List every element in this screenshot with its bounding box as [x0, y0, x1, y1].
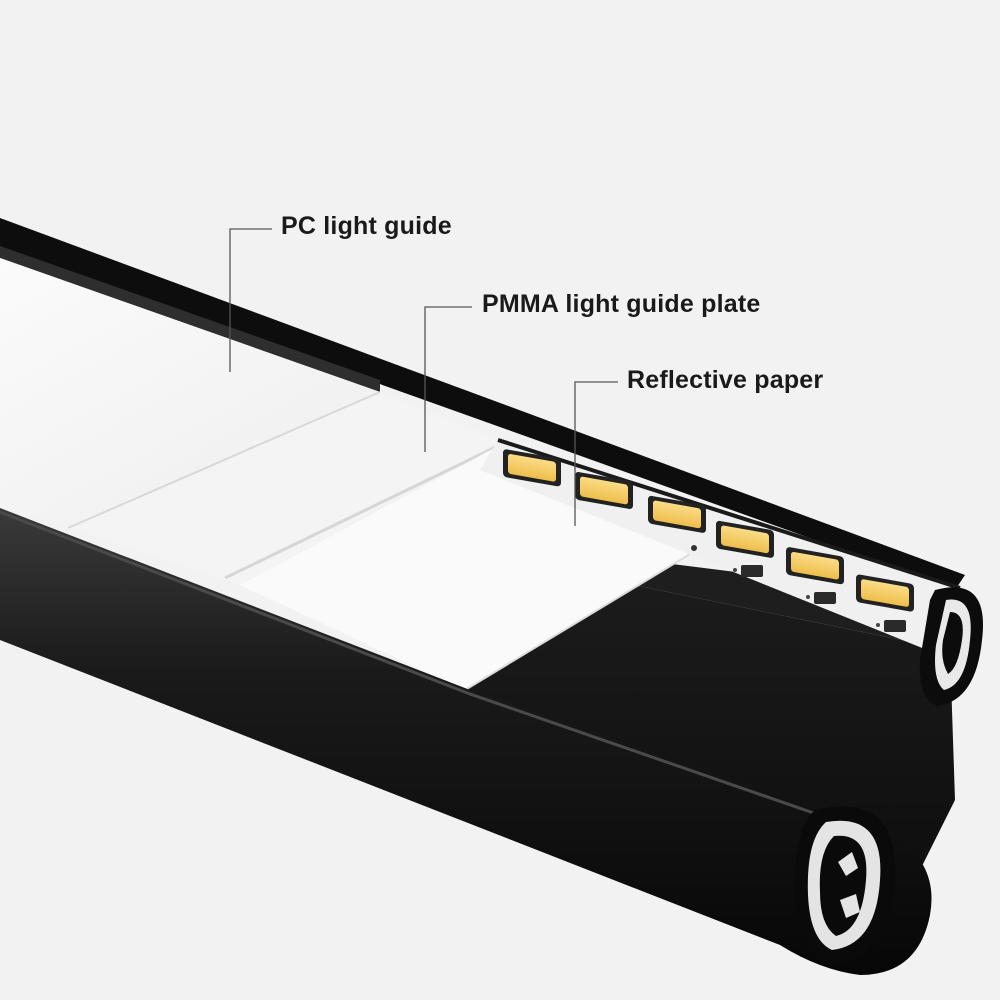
label-pmma-light-guide-plate: PMMA light guide plate	[482, 290, 760, 319]
right-end-cap	[920, 587, 983, 706]
label-pc-light-guide: PC light guide	[281, 212, 452, 241]
label-reflective-paper: Reflective paper	[627, 366, 823, 395]
